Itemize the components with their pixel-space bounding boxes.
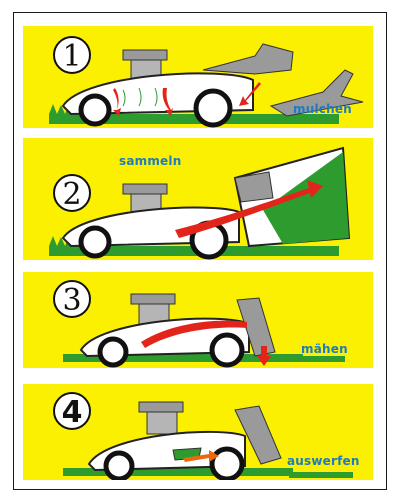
step-panel-maehen: 3 mähen (23, 272, 373, 368)
step-label-sammeln: sammeln (119, 154, 181, 168)
step-label-mulchen: mulchen (293, 102, 352, 116)
step-label-maehen: mähen (301, 342, 348, 356)
step-panel-auswerfen: 4 auswerfen (23, 384, 373, 480)
step-panel-sammeln: 2 sammeln (23, 138, 373, 260)
step-panel-mulchen: 1 mulchen (23, 26, 373, 128)
step-number-2: 2 (53, 174, 91, 212)
step-label-auswerfen: auswerfen (287, 454, 360, 468)
step-number-1: 1 (53, 36, 91, 74)
lawn-mower-icon (89, 402, 245, 479)
lawn-mower-icon (81, 294, 249, 365)
step-number-3: 3 (53, 280, 91, 318)
step-number-4: 4 (53, 392, 91, 430)
